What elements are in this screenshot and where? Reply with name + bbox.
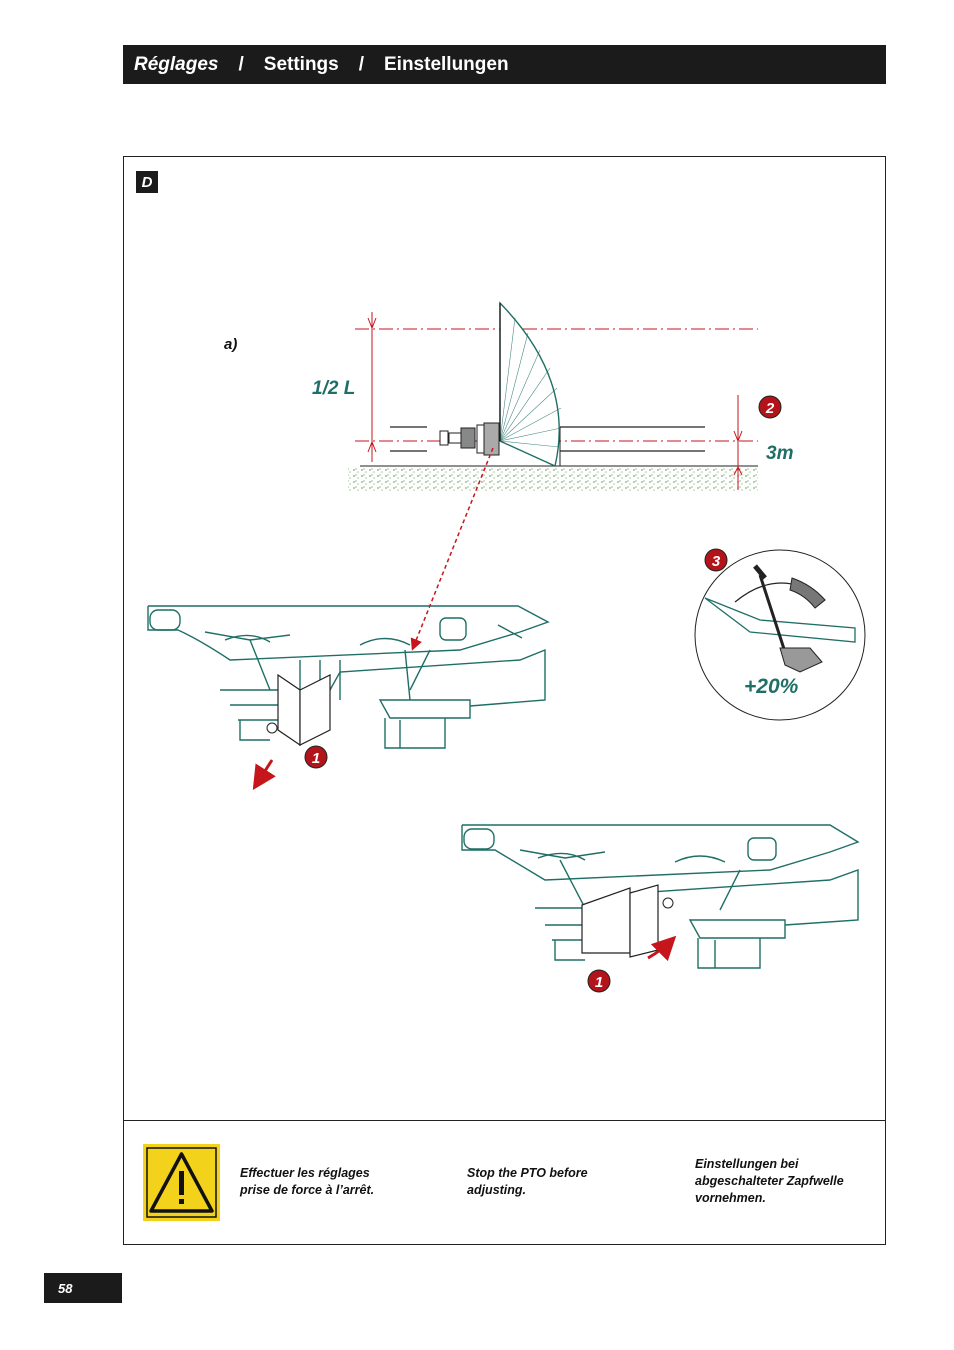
callout-circle (758, 395, 782, 419)
header-bar: Réglages / Settings / Einstellungen (123, 45, 886, 84)
callout-2: 2 (765, 400, 775, 417)
callout-3: 3 (712, 553, 721, 570)
inset-detail (694, 549, 866, 721)
callout-1-upper: 1 (312, 750, 320, 767)
spreader-lower-drawing (461, 824, 860, 969)
slide-plate-open (266, 673, 331, 747)
section-tag: D (136, 171, 158, 193)
warning-sign (143, 1144, 220, 1221)
warning-text-fr: Effectuer les réglages prise de force à … (240, 1166, 375, 1197)
warning-text-en: Stop the PTO before adjusting. (467, 1166, 588, 1197)
dimension-3m: 3m (766, 443, 794, 464)
title-german: Einstellungen (384, 53, 509, 75)
title-separator: / (358, 53, 364, 75)
page-number: 58 (44, 1273, 122, 1303)
slide-plate-closed (581, 884, 674, 958)
warning-triangle-icon (146, 1147, 217, 1218)
callout-circle (704, 548, 728, 572)
content-frame (123, 156, 886, 1245)
red-arrow-out (252, 759, 276, 791)
title-separator: / (238, 53, 244, 75)
callout-1-lower: 1 (595, 974, 603, 991)
callout-circle (304, 745, 328, 769)
warning-divider (123, 1120, 886, 1121)
title-english: Settings (263, 53, 339, 75)
label-a: a) (224, 336, 237, 353)
spread-field-diagram (348, 301, 758, 492)
tractor-icon (439, 422, 500, 456)
projection-line (410, 447, 494, 651)
spreader-upper-drawing (147, 605, 550, 749)
red-arrow-in (647, 935, 677, 962)
warning-text-de: Einstellungen bei abgeschalteter Zapfwel… (695, 1157, 844, 1205)
dimension-half-l: 1/2 L (312, 378, 355, 399)
title-french: Réglages (134, 53, 219, 75)
callout-circle (587, 969, 611, 993)
percent-label: +20% (744, 675, 799, 698)
